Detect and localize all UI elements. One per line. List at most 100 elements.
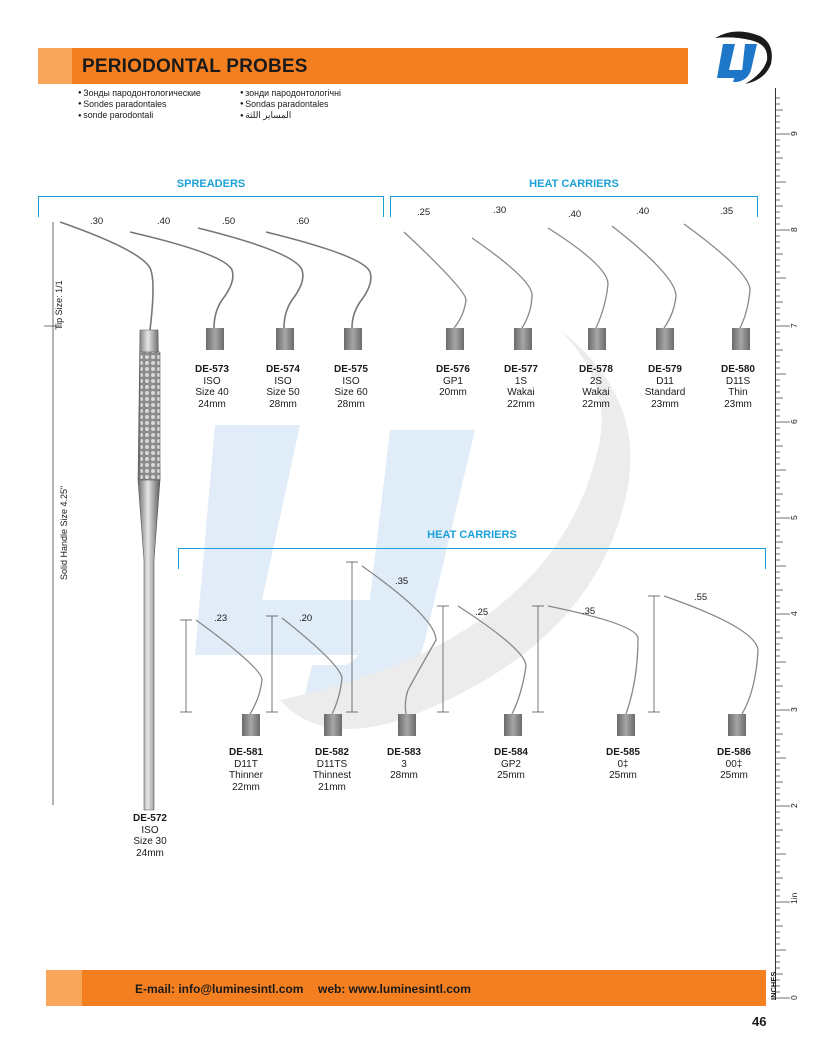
header-banner-shade	[38, 48, 72, 84]
footer-banner-shade	[46, 970, 82, 1006]
product-label-585: DE-585 0‡ 25mm	[587, 747, 659, 782]
product-code: DE-572	[133, 813, 167, 824]
product-code: DE-585	[606, 747, 640, 758]
product-label-584: DE-584 GP2 25mm	[475, 747, 547, 782]
product-code: DE-581	[229, 747, 263, 758]
ruler-mark-0: 0	[789, 995, 799, 1000]
product-code: DE-578	[579, 364, 613, 375]
product-spec: GP2	[500, 758, 521, 770]
product-code: DE-580	[721, 364, 755, 375]
product-spec: Thinnest	[312, 770, 352, 781]
product-spec: Size 50	[266, 387, 300, 398]
product-label-577: DE-577 1S Wakai 22mm	[485, 364, 557, 410]
tip-label-573: .40	[157, 216, 171, 227]
footer-banner	[46, 970, 766, 1006]
product-code: DE-577	[504, 364, 538, 375]
product-spec: D11TS	[316, 758, 348, 770]
product-spec: 1S	[514, 375, 528, 387]
product-spec: Size 40	[195, 387, 229, 398]
translation-ru: Зонды пародонтологические	[78, 88, 201, 99]
product-spec: D11	[656, 375, 674, 387]
product-spec: D11S	[725, 375, 751, 387]
product-label-579: DE-579 D11 Standard 23mm	[629, 364, 701, 410]
product-spec: Wakai	[582, 387, 610, 398]
heat-carriers-top-heading: HEAT CARRIERS	[529, 178, 619, 190]
tip-label-572: .30	[90, 216, 104, 227]
ruler-unit-label: INCHES	[769, 971, 778, 1000]
product-spec: GP1	[442, 375, 463, 387]
product-code: DE-583	[387, 747, 421, 758]
product-label-580: DE-580 D11S Thin 23mm	[702, 364, 774, 410]
translation-ar: المساير اللثة	[240, 110, 341, 121]
product-spec: ISO	[141, 824, 159, 836]
product-label-583: DE-583 3 28mm	[368, 747, 440, 782]
ruler-mark-7: 7	[789, 323, 799, 328]
ruler-ticks	[776, 97, 790, 999]
spreaders-heading: SPREADERS	[176, 178, 246, 190]
product-code: DE-584	[494, 747, 528, 758]
page-title: PERIODONTAL PROBES	[82, 56, 308, 77]
spreader-group	[129, 227, 372, 350]
product-spec: 28mm	[390, 770, 418, 781]
tip-label-577: .30	[493, 205, 507, 216]
product-label-572: DE-572 ISO Size 30 24mm	[114, 813, 186, 859]
translations-left: Зонды пародонтологические Sondes paradon…	[78, 88, 201, 122]
tip-label-580: .35	[720, 206, 734, 217]
tip-label-576: .25	[417, 207, 431, 218]
tip-label-586: .55	[694, 592, 708, 603]
product-label-586: DE-586 00‡ 25mm	[698, 747, 770, 782]
product-spec: 25mm	[720, 770, 748, 781]
product-spec: Size 30	[133, 836, 167, 847]
ruler-mark-9: 9	[789, 131, 799, 136]
product-spec: 25mm	[609, 770, 637, 781]
heat-carrier-top-group	[403, 223, 751, 350]
product-label-578: DE-578 2S Wakai 22mm	[560, 364, 632, 410]
product-spec: 00‡	[725, 758, 743, 770]
heat-carriers-top-bracket	[390, 196, 758, 217]
product-spec: 22mm	[232, 781, 260, 793]
ruler-mark-2: 2	[789, 803, 799, 808]
ruler-mark-6: 6	[789, 419, 799, 424]
tip-label-581: .23	[214, 613, 228, 624]
product-spec: Standard	[644, 387, 686, 398]
header-banner	[38, 48, 688, 84]
translations-right: зонди пародонтологічні Sondas paradontal…	[240, 88, 341, 122]
product-label-573: DE-573 ISO Size 40 24mm	[176, 364, 248, 410]
ruler-mark-4: 4	[789, 611, 799, 616]
tip-label-579: .40	[636, 206, 650, 217]
translation-fr: Sondes paradontales	[78, 99, 201, 110]
product-spec: 20mm	[439, 387, 467, 398]
footer-email[interactable]: E-mail: info@luminesintl.com	[135, 982, 304, 996]
brand-logo	[715, 31, 772, 84]
product-spec: 0‡	[617, 758, 629, 770]
product-code: DE-582	[315, 747, 349, 758]
page-number: 46	[752, 1014, 767, 1029]
product-code: DE-574	[266, 364, 300, 375]
product-spec: Thin	[728, 387, 748, 398]
tip-label-574: .50	[222, 216, 236, 227]
product-spec: 21mm	[318, 781, 346, 793]
product-spec: Size 60	[334, 387, 368, 398]
product-code: DE-575	[334, 364, 368, 375]
footer-web[interactable]: web: www.luminesintl.com	[318, 982, 471, 996]
product-code: DE-586	[717, 747, 751, 758]
heat-carriers-bottom-heading: HEAT CARRIERS	[427, 529, 517, 541]
tip-label-578: .40	[568, 209, 582, 220]
product-spec: 22mm	[582, 398, 610, 410]
product-spec: 24mm	[136, 847, 164, 859]
product-code: DE-573	[195, 364, 229, 375]
product-spec: 25mm	[497, 770, 525, 781]
product-spec: 2S	[589, 375, 603, 387]
product-label-575: DE-575 ISO Size 60 28mm	[315, 364, 387, 410]
product-spec: 22mm	[507, 398, 535, 410]
heat-carrier-bottom-group	[180, 561, 660, 713]
product-spec: 28mm	[269, 398, 297, 410]
translation-es: Sondas paradontales	[240, 99, 341, 110]
product-spec: ISO	[203, 375, 221, 387]
tip-label-582: .20	[299, 613, 313, 624]
product-spec: Wakai	[507, 387, 535, 398]
product-label-574: DE-574 ISO Size 50 28mm	[247, 364, 319, 410]
product-spec: 24mm	[198, 398, 226, 410]
